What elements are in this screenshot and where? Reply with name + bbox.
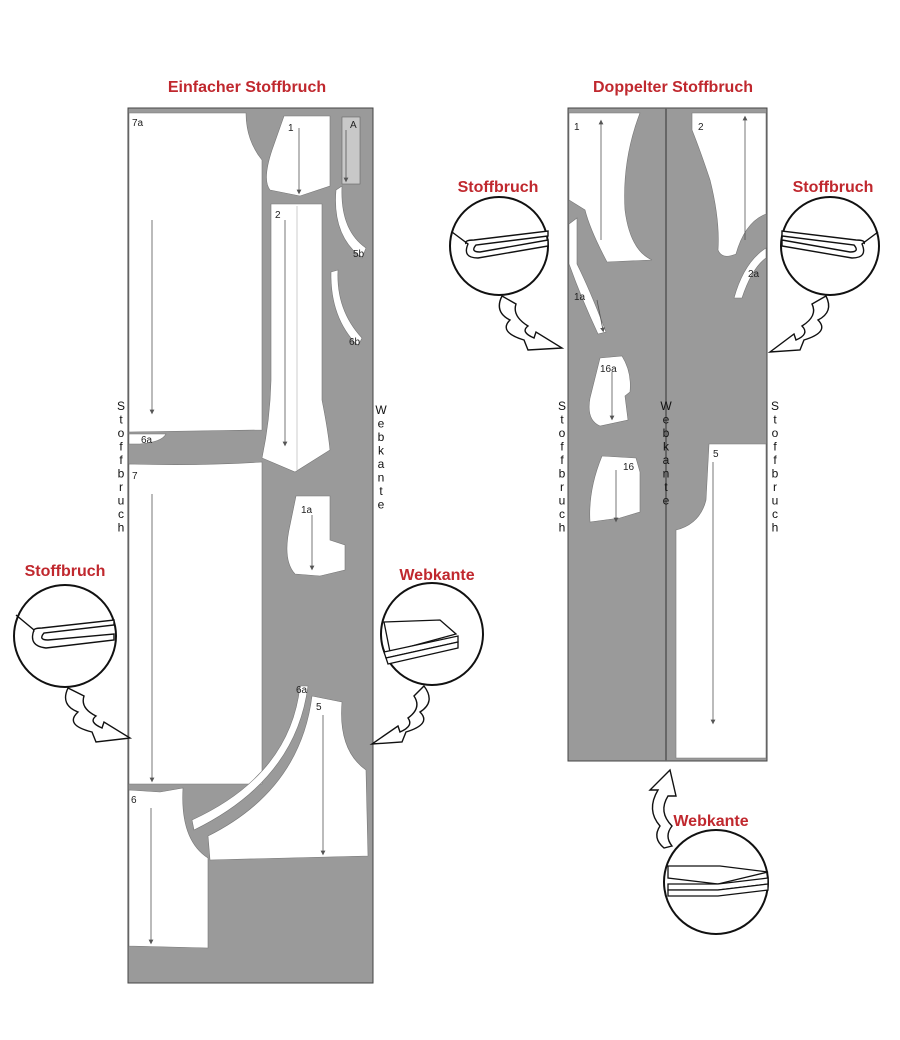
right-selvage-callout: Webkante <box>648 768 769 935</box>
pattern-piece-6: 6 <box>128 787 209 949</box>
pattern-piece-16a-right: 16a <box>588 355 631 427</box>
right-fabric-layout: 1 2 1a 2a 16a 16 <box>567 107 768 762</box>
left-selvage-callout: Webkante <box>369 567 484 745</box>
right-fold-callout-right: Stoffbruch <box>767 179 880 353</box>
piece-label: A <box>350 120 357 131</box>
right-panel-title: Doppelter Stoffbruch <box>593 79 753 96</box>
fold-callout-label: Stoffbruch <box>25 563 106 580</box>
left-panel-title: Einfacher Stoffbruch <box>168 79 326 96</box>
pattern-piece-6b: 6b <box>330 269 363 348</box>
pattern-piece-1: 1 <box>266 115 331 197</box>
pattern-piece-5b: 5b <box>335 185 367 260</box>
piece-label: 6 <box>131 795 137 806</box>
piece-label: 7a <box>132 118 144 129</box>
pattern-piece-16-right: 16 <box>589 455 641 523</box>
pattern-piece-1a: 1a <box>286 495 346 577</box>
pattern-piece-5: 5 <box>207 695 369 861</box>
selvage-callout-label: Webkante <box>673 813 748 830</box>
pattern-piece-2a-right: 2a <box>733 247 767 299</box>
selvage-callout-label: Webkante <box>399 567 474 584</box>
piece-label: 1a <box>574 292 586 303</box>
pattern-piece-2: 2 <box>261 203 331 473</box>
pattern-piece-5-right: 5 <box>675 443 767 759</box>
pattern-piece-1-right: 1 <box>568 112 653 263</box>
piece-label: 16 <box>623 462 635 473</box>
piece-label: 1a <box>301 505 313 516</box>
pattern-piece-6a-small: 6a <box>128 433 167 446</box>
piece-label: 6b <box>349 337 361 348</box>
piece-label: 5b <box>353 249 365 260</box>
piece-label: 16a <box>600 364 617 375</box>
piece-label: 6a <box>141 435 153 446</box>
pattern-piece-6a-strip: 6a <box>191 685 309 831</box>
piece-label: 2 <box>275 210 281 221</box>
piece-label: 1 <box>288 123 294 134</box>
piece-label: 5 <box>713 449 719 460</box>
pattern-piece-7a: 7a <box>128 112 263 433</box>
left-fabric-layout: 7a 1 A 2 5b 6b <box>127 107 374 984</box>
fold-callout-label: Stoffbruch <box>793 179 874 196</box>
pattern-piece-7: 7 <box>128 461 263 785</box>
pattern-piece-2-right: 2 <box>691 112 767 257</box>
pattern-piece-1a-right: 1a <box>568 217 607 335</box>
piece-label: 2 <box>698 122 704 133</box>
right-fold-callout-left: Stoffbruch <box>449 179 565 351</box>
fold-callout-label: Stoffbruch <box>458 179 539 196</box>
left-fold-callout: Stoffbruch <box>13 563 133 743</box>
piece-label: 6a <box>296 685 308 696</box>
piece-label: 5 <box>316 702 322 713</box>
pattern-piece-A: A <box>341 116 361 185</box>
piece-label: 7 <box>132 471 138 482</box>
piece-label: 1 <box>574 122 580 133</box>
piece-label: 2a <box>748 269 760 280</box>
